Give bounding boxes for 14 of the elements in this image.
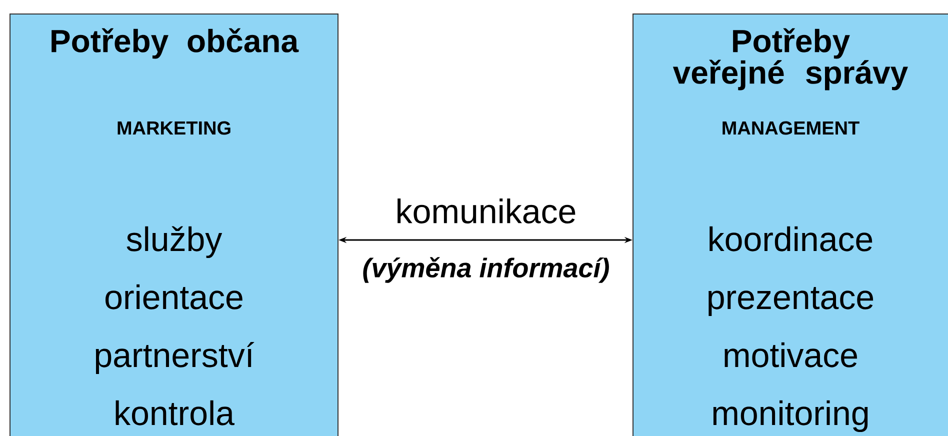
note: (výměna informací) (363, 257, 609, 283)
edge-label: komunikace (394, 198, 578, 224)
heading: Potřeby občana (52, 28, 299, 59)
list-item: partnerství (96, 342, 254, 374)
list-item: kontrola (116, 400, 234, 426)
heading: Potřeby veřejné správy (672, 28, 908, 90)
subheading: MARKETING (118, 121, 230, 135)
list-item: koordinace (710, 226, 872, 252)
list-item: služby (126, 226, 222, 258)
list-item: motivace (724, 342, 857, 368)
subheading: MANAGEMENT (722, 121, 860, 135)
list-item: monitoring (713, 400, 868, 432)
list-item: prezentace (708, 287, 874, 316)
list-item: orientace (106, 284, 242, 310)
